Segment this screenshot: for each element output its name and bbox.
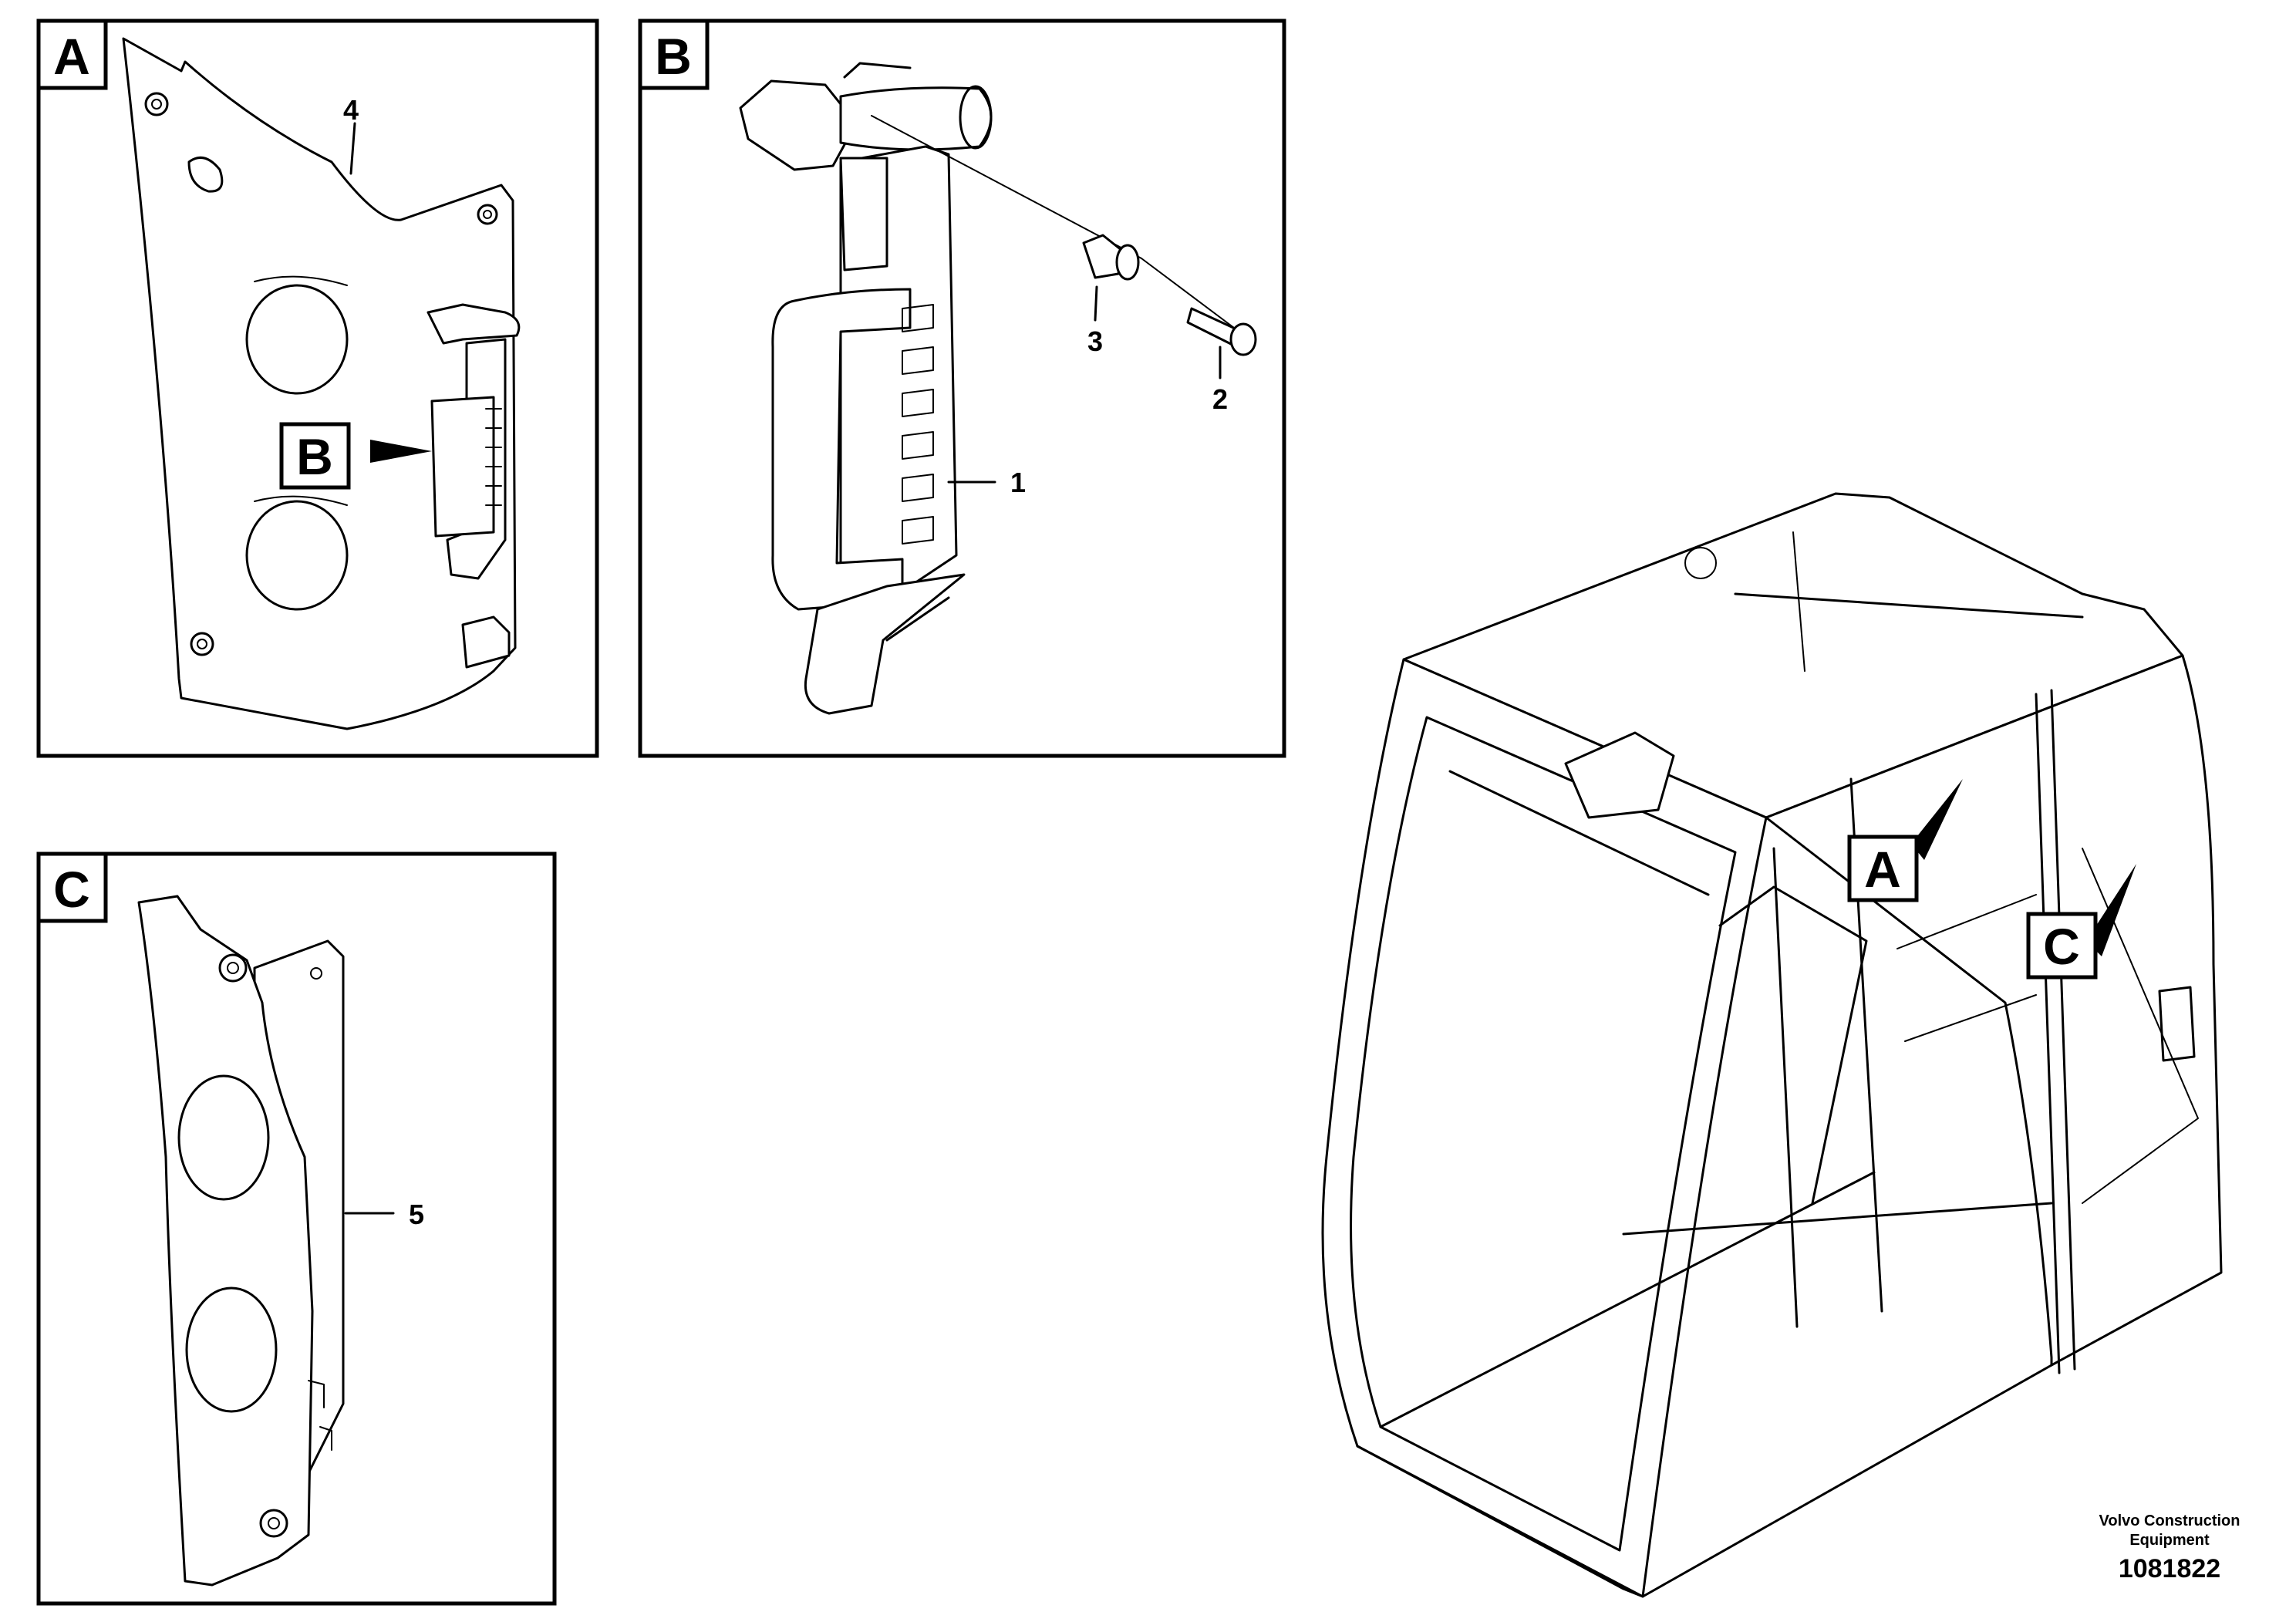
trim-panel-5: [137, 895, 314, 1587]
speaker-hole-lower: [245, 500, 349, 611]
trim-panel-4: [122, 37, 517, 730]
detail-view-c: C 5: [36, 851, 557, 1606]
clip-3: [1082, 234, 1140, 281]
cab-callout-a-box: [1847, 835, 1919, 902]
view-tag-b: B: [655, 28, 692, 85]
speaker-hole-upper-c: [177, 1074, 270, 1201]
view-tag-c: C: [53, 861, 90, 918]
part-number-1: 1: [1010, 467, 1026, 498]
cab-frame: A C: [1321, 492, 2223, 1598]
cab-callout-a: A: [1864, 841, 1901, 898]
detail-view-b: B: [638, 19, 1286, 758]
callout-b-box: [279, 422, 351, 490]
speaker-hole-upper: [245, 284, 349, 395]
callout-b: B: [296, 428, 333, 485]
view-tag-a: A: [53, 28, 90, 85]
screw-bottom-c: [259, 1509, 288, 1538]
detail-frame-b: [638, 19, 1286, 758]
cab-door-handle: [2158, 986, 2196, 1062]
view-tag-c-box: [36, 851, 108, 923]
part-number-2: 2: [1212, 383, 1228, 415]
view-tag-a-box: [36, 19, 108, 90]
part-number-4: 4: [343, 94, 359, 126]
screw-2: [1186, 307, 1257, 356]
front-frame: [1321, 658, 1768, 1598]
brand-line-1: Volvo Construction: [2099, 1512, 2240, 1529]
brand-line-2: Equipment: [2129, 1532, 2210, 1549]
cab-callout-c-box: [2026, 912, 2098, 980]
drawing-number: 1081822: [2119, 1554, 2220, 1583]
cab-callout-c: C: [2043, 918, 2080, 975]
seat-bracket: [1564, 731, 1675, 819]
grab-handle-small: [426, 303, 521, 669]
detail-view-a: A 4 B: [36, 19, 599, 758]
part-number-5: 5: [409, 1199, 424, 1230]
grab-handle-1: [739, 62, 993, 715]
part-number-3: 3: [1087, 325, 1103, 357]
detail-frame-a: [36, 19, 599, 758]
screw-top-c: [218, 953, 248, 983]
view-tag-b-box: [638, 19, 710, 90]
speaker-hole-lower-c: [185, 1286, 278, 1413]
detail-frame-c: [36, 851, 557, 1606]
panel-screws: [144, 92, 498, 656]
